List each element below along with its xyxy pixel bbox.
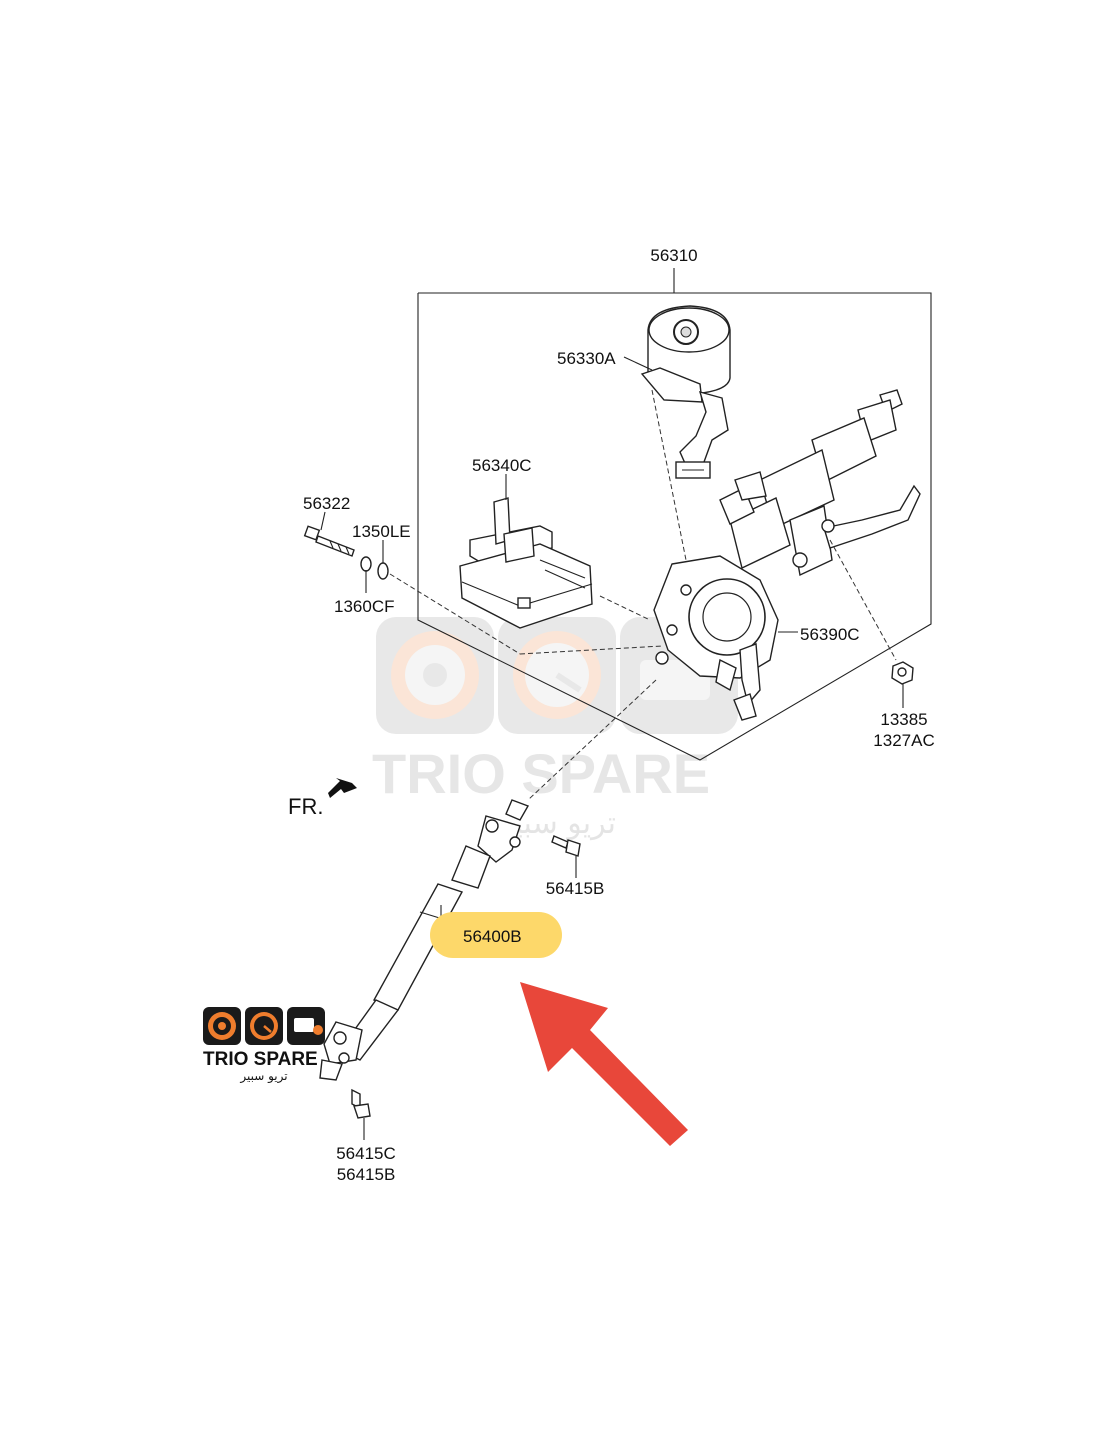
- label-bolt: 56322: [303, 494, 350, 513]
- nut-13385: [891, 661, 914, 685]
- logo-brand: TRIO SPARE: [203, 1049, 318, 1070]
- front-direction-arrow-icon: [328, 778, 357, 798]
- pointer-arrow-icon: [520, 982, 688, 1146]
- washer-1360CF: [360, 556, 372, 572]
- label-leaders: [320, 356, 904, 938]
- assembly-boundary: [417, 268, 932, 761]
- front-direction: FR.: [288, 778, 357, 819]
- label-nut-b: 1327AC: [873, 731, 934, 750]
- label-ecu: 56340C: [472, 456, 532, 475]
- washer-1350LE: [377, 562, 389, 580]
- dashed-leaders: [389, 389, 897, 801]
- label-washer-bottom: 1360CF: [334, 597, 394, 616]
- label-bolt-joint-lower-b: 56415B: [337, 1165, 396, 1184]
- label-shaft: 56400B: [463, 927, 522, 946]
- logo-arabic: تريو سبير: [239, 1069, 287, 1084]
- label-assembly: 56310: [650, 246, 697, 265]
- label-nut-a: 13385: [880, 710, 927, 729]
- bolt-56322: [303, 525, 355, 557]
- bolt-56415B-upper: [551, 835, 581, 857]
- label-bolt-joint-lower-a: 56415C: [336, 1144, 396, 1163]
- motor-56330A: [640, 305, 731, 479]
- label-column-body: 56390C: [800, 625, 860, 644]
- steering-column: [719, 389, 921, 577]
- label-bolt-joint-upper: 56415B: [546, 879, 605, 898]
- bolt-56415C-lower: [351, 1088, 371, 1140]
- part-labels: 56310 56330A 56340C 56322 1350LE 1360CF …: [303, 246, 935, 1184]
- ecu-56340C: [459, 497, 593, 629]
- intermediate-shaft-56400B: [319, 799, 530, 1081]
- front-label: FR.: [288, 794, 323, 819]
- logo: TRIO SPARE تريو سبير: [203, 1007, 325, 1084]
- label-motor: 56330A: [557, 349, 616, 368]
- label-washer-top: 1350LE: [352, 522, 411, 541]
- highlight-pill: [430, 912, 562, 958]
- column-body-56390C: [653, 555, 779, 721]
- watermark-brand: TRIO SPARE: [372, 742, 710, 805]
